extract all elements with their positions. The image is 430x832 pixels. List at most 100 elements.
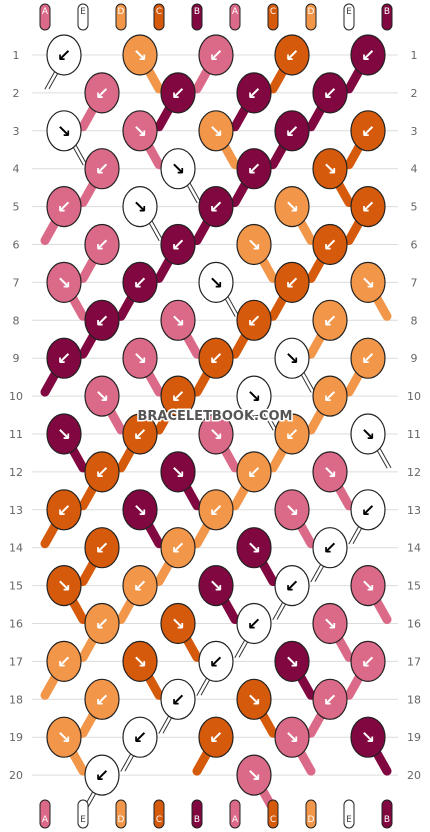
knot-arrow-icon: ↙ xyxy=(133,577,147,597)
knot-oval xyxy=(84,602,120,645)
knot: ↙ xyxy=(46,640,82,683)
knot: ↘ xyxy=(236,678,272,720)
knot-oval xyxy=(198,261,234,303)
knot-oval xyxy=(46,564,82,607)
knot-arrow-icon: ↙ xyxy=(95,160,109,180)
string-tip xyxy=(305,3,317,31)
knot-oval xyxy=(46,110,82,152)
row-number-left: 2 xyxy=(13,87,20,100)
knot: ↙ xyxy=(312,678,348,720)
row-number-left: 11 xyxy=(9,428,23,441)
string-end-top: A xyxy=(229,3,241,31)
knot-oval xyxy=(84,148,120,190)
knot-oval xyxy=(312,451,348,493)
knot-oval xyxy=(46,337,82,379)
knot: ↙ xyxy=(84,72,120,114)
row-number-left: 10 xyxy=(9,390,23,403)
knot: ↙ xyxy=(274,34,310,76)
row-number-right: 12 xyxy=(407,466,421,479)
knot-oval xyxy=(236,754,272,796)
string-tip xyxy=(77,3,89,31)
knot-oval xyxy=(160,678,196,720)
knot: ↙ xyxy=(236,299,272,341)
string-end-top: D xyxy=(115,3,127,31)
knot: ↘ xyxy=(198,564,234,607)
knot-arrow-icon: ↘ xyxy=(285,349,299,369)
knot-arrow-icon: ↙ xyxy=(57,46,71,66)
knot-arrow-icon: ↙ xyxy=(171,387,185,407)
knot-oval xyxy=(84,451,120,493)
knot-arrow-icon: ↙ xyxy=(133,273,147,293)
knot-arrow-icon: ↘ xyxy=(57,122,71,142)
knot-oval xyxy=(198,110,234,152)
knot-arrow-icon: ↘ xyxy=(285,728,299,748)
row-number-left: 19 xyxy=(9,731,23,744)
string-end-bottom: E xyxy=(77,799,89,829)
knot: ↙ xyxy=(122,564,158,607)
string-letter: E xyxy=(346,7,352,17)
string-letter: D xyxy=(308,815,315,825)
knot: ↘ xyxy=(274,337,310,379)
knot-oval xyxy=(274,261,310,303)
knot-oval xyxy=(198,413,234,455)
string-letter: A xyxy=(42,815,49,825)
string-letter: B xyxy=(194,815,200,825)
knot: ↙ xyxy=(350,34,386,76)
knot-oval xyxy=(160,375,196,417)
knot: ↘ xyxy=(160,299,196,341)
knot-oval xyxy=(236,451,272,493)
knot: ↘ xyxy=(46,261,82,303)
knot-arrow-icon: ↘ xyxy=(247,539,261,559)
knot: ↙ xyxy=(46,489,82,531)
row-number-right: 3 xyxy=(411,125,418,138)
knot-arrow-icon: ↙ xyxy=(57,198,71,218)
knot-oval xyxy=(198,564,234,607)
knot-oval xyxy=(160,602,196,645)
knot: ↙ xyxy=(84,299,120,341)
string-end-top: C xyxy=(267,3,279,31)
knot-oval xyxy=(46,186,82,228)
knot-arrow-icon: ↙ xyxy=(133,728,147,748)
knot-arrow-icon: ↙ xyxy=(209,349,223,369)
row-number-left: 6 xyxy=(13,239,20,252)
knot-oval xyxy=(198,337,234,379)
knot-arrow-icon: ↙ xyxy=(247,84,261,104)
knot: ↙ xyxy=(312,375,348,417)
knot-arrow-icon: ↙ xyxy=(323,539,337,559)
knot-arrow-icon: ↘ xyxy=(133,46,147,66)
knot-oval xyxy=(160,72,196,114)
knot-oval xyxy=(274,186,310,228)
knot-arrow-icon: ↘ xyxy=(285,652,299,672)
knot-arrow-icon: ↙ xyxy=(323,387,337,407)
string-tip xyxy=(153,3,165,31)
string-end-bottom: C xyxy=(267,799,279,829)
row-number-left: 1 xyxy=(13,49,20,62)
knot-arrow-icon: ↙ xyxy=(285,425,299,445)
knot-arrow-icon: ↙ xyxy=(171,236,185,256)
row-number-right: 10 xyxy=(407,390,421,403)
knot: ↘ xyxy=(274,716,310,758)
knot: ↙ xyxy=(46,34,82,76)
knot-oval xyxy=(274,489,310,531)
knot-arrow-icon: ↙ xyxy=(95,236,109,256)
knot: ↘ xyxy=(84,375,120,417)
knot-oval xyxy=(312,602,348,645)
knot-oval xyxy=(312,299,348,341)
knot: ↘ xyxy=(274,489,310,531)
knot-arrow-icon: ↙ xyxy=(323,236,337,256)
knot-oval xyxy=(274,110,310,152)
knot: ↙ xyxy=(198,640,234,683)
knot: ↘ xyxy=(46,716,82,758)
knot: ↙ xyxy=(160,678,196,720)
knot-oval xyxy=(122,489,158,531)
string-end-top: E xyxy=(77,3,89,31)
knot-arrow-icon: ↘ xyxy=(247,236,261,256)
knot-oval xyxy=(312,72,348,114)
row-number-left: 15 xyxy=(9,580,23,593)
knot-arrow-icon: ↙ xyxy=(285,273,299,293)
row-number-left: 5 xyxy=(13,201,20,214)
knot-oval xyxy=(274,716,310,758)
string-tip xyxy=(267,799,279,829)
